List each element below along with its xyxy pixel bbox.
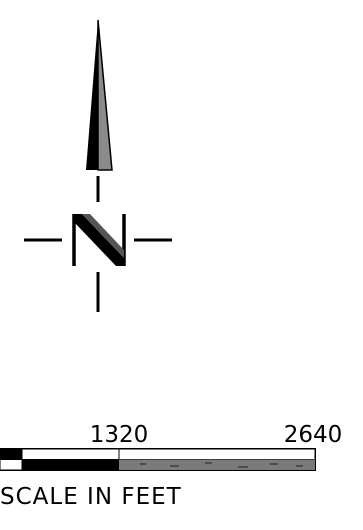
scale-segment-upper-3 bbox=[118, 448, 316, 460]
scale-segment-upper-1 bbox=[0, 449, 22, 460]
scale-bar: 1320 2640 SCALE IN FEET bbox=[0, 422, 342, 510]
scale-segment-upper-2 bbox=[21, 448, 120, 460]
scale-segment-lower-3 bbox=[119, 459, 315, 470]
north-arrow-icon: N bbox=[24, 19, 172, 312]
scale-caption: SCALE IN FEET bbox=[0, 484, 182, 510]
north-arrow-pointer-left bbox=[86, 20, 98, 170]
scale-tick-label-2640: 2640 bbox=[284, 422, 343, 448]
scale-segment-lower-1 bbox=[0, 459, 23, 471]
north-letter-glyph bbox=[72, 214, 126, 266]
north-arrow-pointer-right bbox=[97, 19, 113, 171]
scale-tick-label-1320: 1320 bbox=[90, 422, 149, 448]
scale-segment-lower-2 bbox=[22, 459, 119, 470]
